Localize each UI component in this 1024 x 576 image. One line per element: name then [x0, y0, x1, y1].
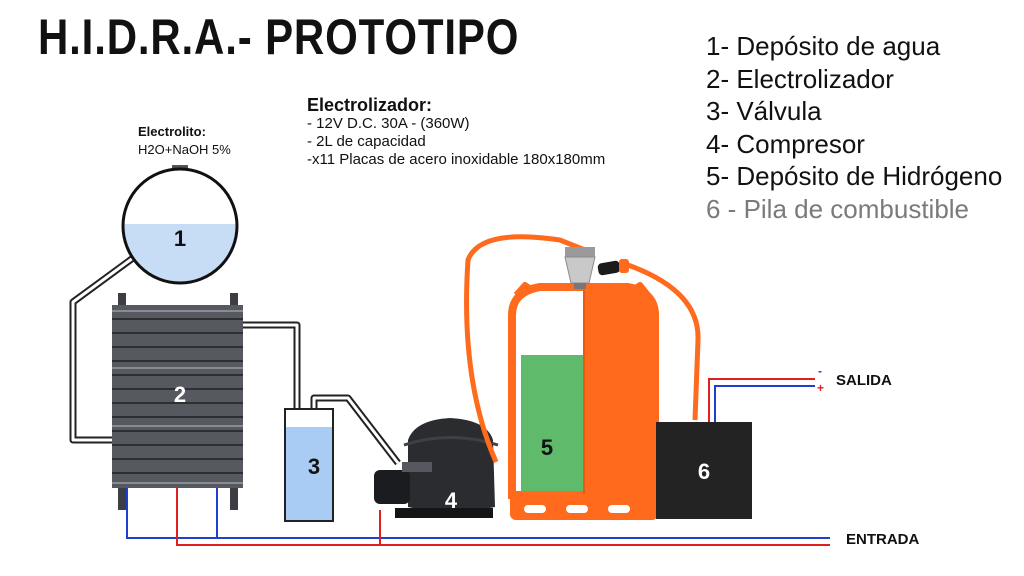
input-label: ENTRADA — [846, 531, 920, 548]
legend-item-2: 2- Electrolizador — [706, 63, 894, 94]
wire-blue-output — [714, 385, 815, 423]
electrolyte-formula: H2O+NaOH 5% — [138, 142, 231, 157]
regulator-valve — [564, 247, 629, 289]
hydrogen-level — [521, 355, 584, 495]
spec-line: -x11 Placas de acero inoxidable 180x180m… — [307, 151, 606, 168]
electrolyzer-rods — [112, 310, 243, 484]
electrolyte-heading: Electrolito: — [138, 124, 206, 139]
valve-number: 3 — [308, 454, 320, 479]
hydrogen-hose — [464, 234, 701, 464]
wire-red-output — [708, 378, 815, 423]
hydrogen-tank-number: 5 — [541, 435, 553, 460]
water-tank: 1 — [121, 165, 239, 285]
legend: 1- Depósito de agua 2- Electrolizador 3-… — [706, 30, 1002, 225]
compressor-number: 4 — [445, 488, 458, 513]
electrolyte-note: Electrolito: H2O+NaOH 5% — [138, 123, 231, 159]
electrolyzer-spec: Electrolizador: - 12V D.C. 30A - (360W) … — [307, 96, 605, 169]
polarity-minus: - — [818, 364, 822, 378]
fuel-cell-number: 6 — [698, 459, 710, 484]
compressor: 4 — [374, 418, 499, 518]
wires — [126, 378, 830, 546]
spec-heading: Electrolizador: — [307, 95, 433, 115]
wire-red-input — [176, 485, 830, 546]
legend-item-6: 6 - Pila de combustible — [706, 193, 970, 224]
electrolyzer: 2 — [112, 293, 243, 510]
spec-line: - 2L de capacidad — [307, 133, 426, 150]
electrolyzer-plates — [112, 318, 243, 474]
fuel-cell: 6 — [656, 422, 752, 519]
electrolyzer-number: 2 — [174, 382, 186, 407]
spec-line: - 12V D.C. 30A - (360W) — [307, 115, 470, 132]
page-title: H.I.D.R.A.- PROTOTIPO — [38, 9, 520, 65]
legend-item-1: 1- Depósito de agua — [706, 31, 941, 61]
legend-item-5: 5- Depósito de Hidrógeno — [706, 161, 1003, 191]
tank-number: 1 — [174, 226, 186, 251]
wire-blue-input — [126, 485, 830, 539]
legend-item-4: 4- Compresor — [706, 128, 865, 159]
valve: 3 — [284, 408, 334, 522]
legend-item-3: 3- Válvula — [706, 96, 822, 126]
hydrogen-tank: 5 — [508, 282, 659, 520]
polarity-plus: + — [817, 381, 824, 395]
valve-water — [286, 427, 332, 520]
output-label: SALIDA — [836, 372, 892, 389]
